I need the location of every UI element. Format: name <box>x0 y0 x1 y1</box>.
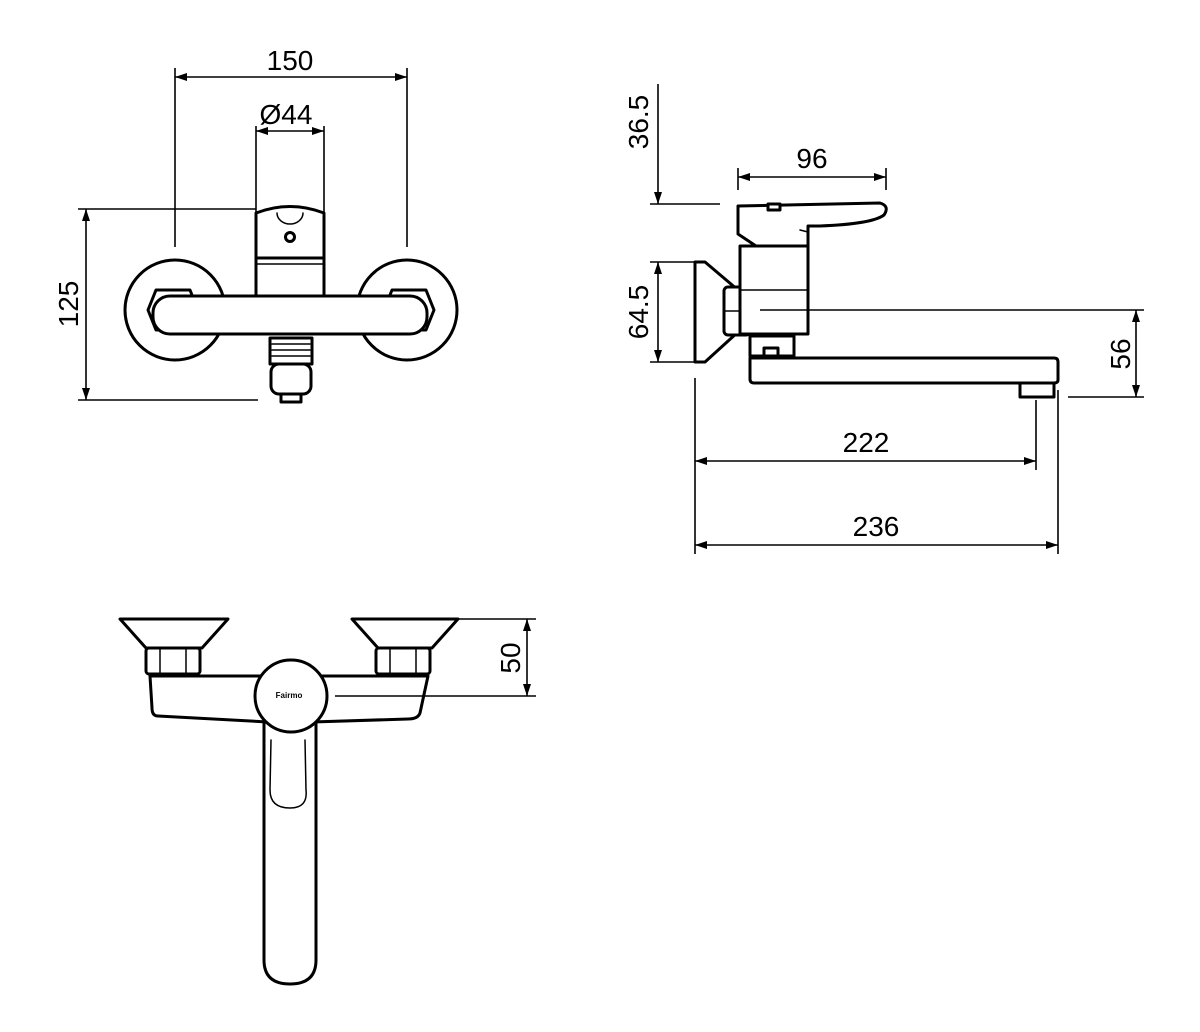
outlet-thread <box>268 336 314 366</box>
dim-top-depth: 50 <box>495 642 526 673</box>
dim-front-width: 150 <box>267 45 314 76</box>
brand-logo: Fairmo <box>276 691 303 700</box>
top-cartridge <box>253 658 329 734</box>
top-spout <box>262 698 318 986</box>
aerator <box>279 392 303 404</box>
side-aerator <box>1018 381 1056 399</box>
dim-side-handle: 96 <box>796 143 827 174</box>
side-handle <box>736 201 888 248</box>
top-right-flange <box>350 617 460 650</box>
indicator-dot <box>284 231 296 243</box>
dim-side-spout-height: 56 <box>1105 338 1136 369</box>
top-view: Fairmo 50 <box>118 617 536 986</box>
top-left-nut <box>144 646 202 676</box>
side-view: 36.5 96 64.5 56 222 236 <box>623 84 1144 554</box>
spout-end <box>269 362 313 396</box>
dim-side-total: 236 <box>853 511 900 542</box>
dim-side-top: 36.5 <box>623 95 654 150</box>
dim-side-body: 64.5 <box>623 285 654 340</box>
handle-outline <box>269 739 307 809</box>
dim-side-reach: 222 <box>843 427 890 458</box>
front-view: 150 Ø44 125 <box>53 45 459 404</box>
mixer-body <box>151 294 429 336</box>
dim-front-height: 125 <box>53 281 84 328</box>
side-spout <box>748 356 1060 385</box>
dim-front-diameter: Ø44 <box>260 99 313 130</box>
top-left-flange <box>118 617 230 650</box>
top-right-nut <box>374 646 432 676</box>
